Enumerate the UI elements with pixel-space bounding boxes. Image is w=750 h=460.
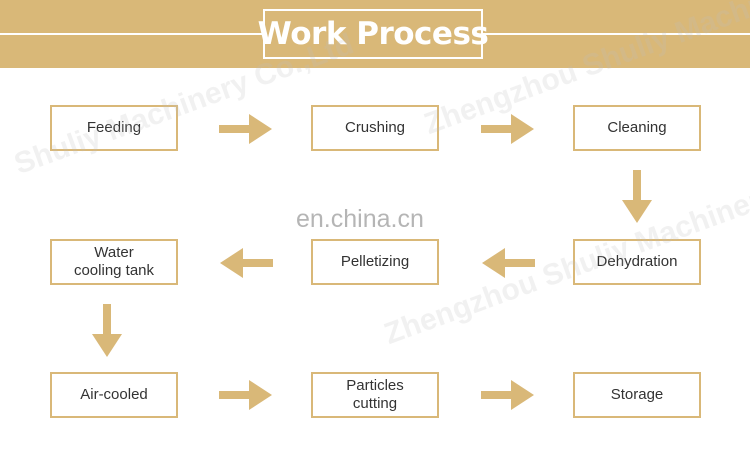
header-banner: Work Process <box>0 0 750 68</box>
step-particles-cutting: Particles cutting <box>311 372 439 418</box>
step-pelletizing: Pelletizing <box>311 239 439 285</box>
step-label: Feeding <box>86 119 142 136</box>
arrow-right-icon <box>219 112 273 146</box>
step-water-cooling-tank: Water cooling tank <box>50 239 178 285</box>
arrow-left-icon <box>219 246 273 280</box>
step-label: Particles cutting <box>346 377 404 412</box>
step-label: Air-cooled <box>80 386 148 403</box>
banner-line-left <box>0 33 263 35</box>
step-storage: Storage <box>573 372 701 418</box>
step-label: Crushing <box>344 119 406 136</box>
arrow-right-icon <box>481 112 535 146</box>
arrow-right-icon <box>481 378 535 412</box>
arrow-right-icon <box>219 378 273 412</box>
step-label: Cleaning <box>607 119 667 136</box>
arrow-down-icon <box>620 170 654 224</box>
arrow-left-icon <box>481 246 535 280</box>
page-title: Work Process <box>257 16 489 52</box>
title-box: Work Process <box>258 9 489 59</box>
step-label: Pelletizing <box>340 253 410 270</box>
arrow-down-icon <box>90 304 124 358</box>
site-watermark: en.china.cn <box>296 205 424 233</box>
step-label: Dehydration <box>596 253 678 270</box>
step-label: Water cooling tank <box>73 244 155 279</box>
step-cleaning: Cleaning <box>573 105 701 151</box>
step-crushing: Crushing <box>311 105 439 151</box>
step-air-cooled: Air-cooled <box>50 372 178 418</box>
step-dehydration: Dehydration <box>573 239 701 285</box>
step-label: Storage <box>610 386 664 403</box>
banner-line-right <box>483 33 750 35</box>
step-feeding: Feeding <box>50 105 178 151</box>
